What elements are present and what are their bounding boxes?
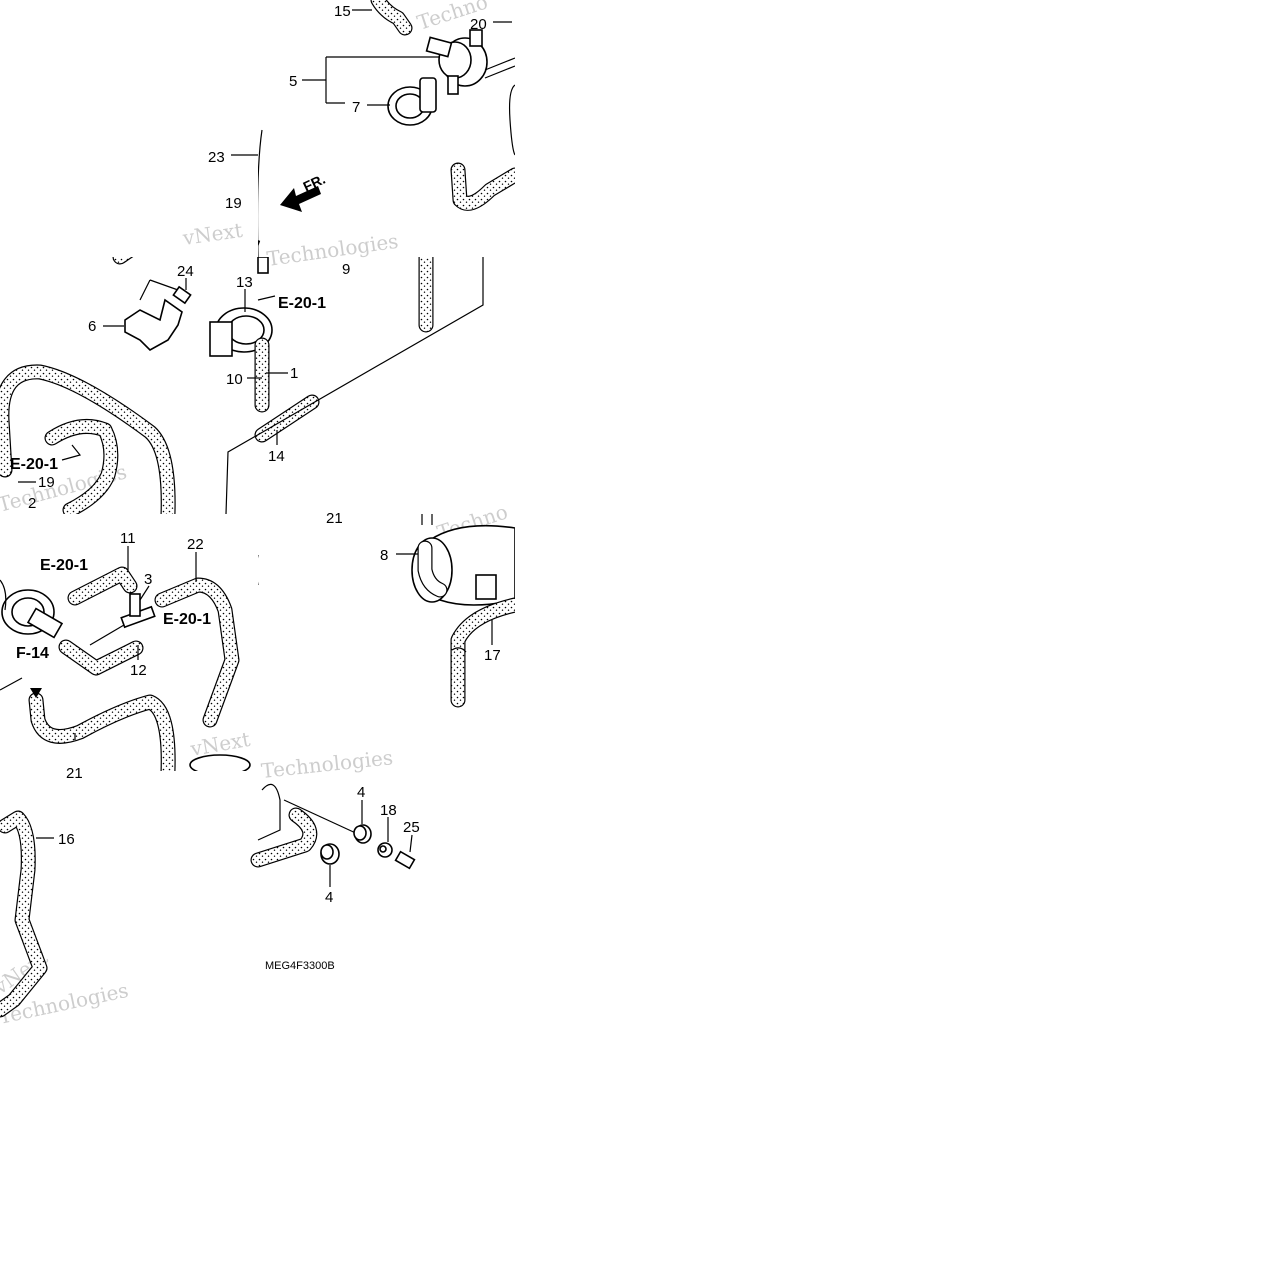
part-number-7: 7: [352, 99, 360, 116]
part-number-17: 17: [484, 647, 501, 664]
bottom-canister-mount: [250, 783, 416, 870]
front-direction-arrow: [280, 186, 321, 212]
part-number-6: 6: [88, 318, 96, 335]
tile-top-right: [258, 0, 515, 257]
tile-middle: [0, 257, 484, 514]
part-number-19-top: 19: [225, 195, 242, 212]
front-direction-label: FR.: [301, 171, 328, 195]
part-number-15: 15: [334, 3, 351, 20]
diagram-code: MEG4F3300B: [265, 960, 335, 972]
part-number-25: 25: [403, 819, 420, 836]
part-number-21-top: 21: [326, 510, 343, 527]
tile-lower-right: [258, 514, 515, 708]
part-number-21-bottom: 21: [66, 765, 83, 782]
part-number-24: 24: [177, 263, 194, 280]
part-number-8: 8: [380, 547, 388, 564]
part-number-2: 2: [28, 495, 36, 512]
part-number-16: 16: [58, 831, 75, 848]
part-number-14: 14: [268, 448, 285, 465]
reference-e-20-1: E-20-1: [40, 557, 88, 574]
watermark-text: Technologies: [260, 745, 394, 783]
reference-f-14: F-14: [16, 645, 49, 662]
watermark-text: vNext: [180, 218, 244, 250]
part-number-10: 10: [226, 371, 243, 388]
watermark-layer: Techno vNext Technologies Technologies T…: [0, 0, 511, 1029]
reference-e-20-1: E-20-1: [278, 295, 326, 312]
part-number-11: 11: [120, 530, 136, 547]
part-number-18: 18: [380, 802, 397, 819]
part-number-13: 13: [236, 274, 253, 291]
mounting-bracket: [124, 298, 183, 351]
reference-e-20-1: E-20-1: [163, 611, 211, 628]
part-number-1: 1: [290, 365, 298, 382]
part-number-19-middle: 19: [38, 474, 55, 491]
part-number-4-top: 4: [357, 784, 365, 801]
part-number-20: 20: [470, 16, 487, 33]
part-number-5: 5: [289, 73, 297, 90]
tile-lower-left: [0, 566, 251, 771]
part-number-23: 23: [208, 149, 225, 166]
part-number-4-bottom: 4: [325, 889, 333, 906]
reference-e-20-1: E-20-1: [10, 456, 58, 473]
part-number-22: 22: [187, 536, 204, 553]
part-number-3: 3: [144, 571, 152, 588]
watermark-text: Technologies: [265, 229, 399, 271]
bottom-left-hose: [0, 810, 48, 1018]
part-number-12: 12: [130, 662, 147, 679]
part-number-9: 9: [342, 261, 350, 278]
